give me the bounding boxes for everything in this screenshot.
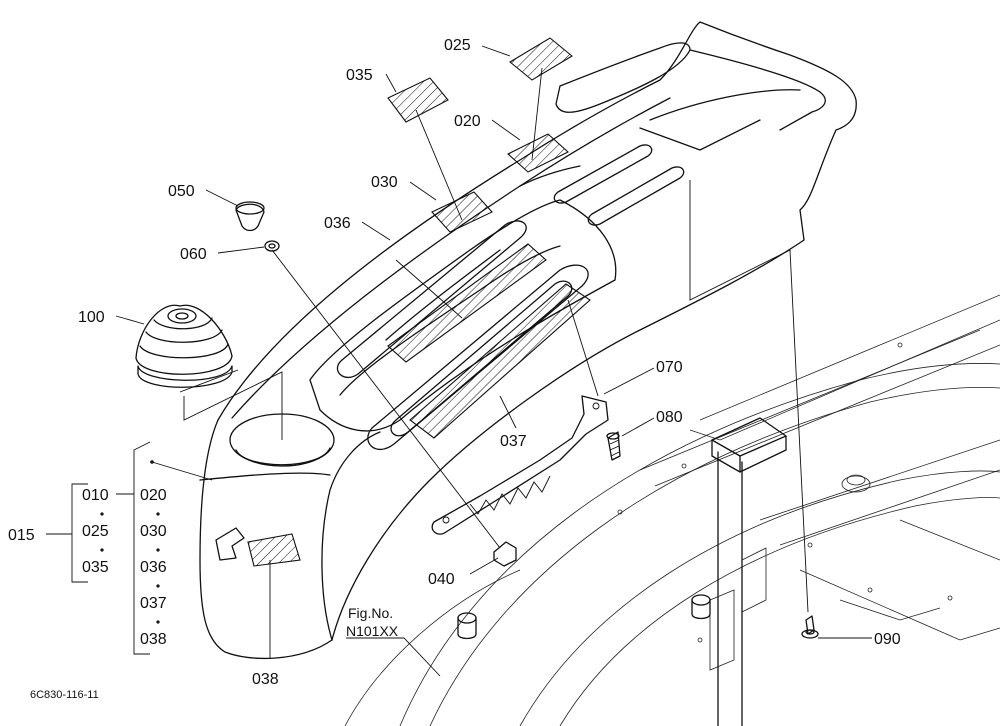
kit-b-030: 030 bbox=[140, 523, 167, 540]
label-020: 020 bbox=[454, 113, 481, 130]
kit-b-037: 037 bbox=[140, 595, 167, 612]
kit-a-025: 025 bbox=[82, 523, 109, 540]
label-040: 040 bbox=[428, 571, 455, 588]
knob-050 bbox=[235, 203, 265, 232]
label-080: 080 bbox=[656, 409, 683, 426]
decal-035 bbox=[387, 77, 449, 123]
decal-036 bbox=[387, 243, 547, 363]
bracket-070 bbox=[431, 395, 609, 535]
drawing-code: 6C830-116-11 bbox=[30, 689, 99, 701]
washer-060 bbox=[264, 240, 280, 252]
label-036: 036 bbox=[324, 215, 351, 232]
decals bbox=[247, 37, 591, 567]
label-038: 038 bbox=[252, 671, 279, 688]
hardware bbox=[135, 201, 819, 639]
label-025: 025 bbox=[444, 37, 471, 54]
kit-b-020: 020 bbox=[140, 487, 167, 504]
label-070: 070 bbox=[656, 359, 683, 376]
decal-025 bbox=[509, 37, 573, 81]
label-030: 030 bbox=[371, 174, 398, 191]
label-090: 090 bbox=[874, 631, 901, 648]
chassis-outline bbox=[344, 294, 1000, 726]
label-100: 100 bbox=[78, 309, 105, 326]
figure-ref-line1: Fig.No. bbox=[348, 605, 393, 621]
decal-038 bbox=[247, 533, 301, 567]
kit-b-036: 036 bbox=[140, 559, 167, 576]
decal-037 bbox=[409, 283, 591, 439]
screw-090 bbox=[801, 615, 819, 639]
leader-lines bbox=[46, 45, 872, 677]
part-labels: 025 035 020 030 050 036 060 100 070 080 … bbox=[8, 37, 901, 701]
clip-040 bbox=[493, 541, 517, 567]
label-037: 037 bbox=[500, 433, 527, 450]
kit-a-035: 035 bbox=[82, 559, 109, 576]
kit-number: 015 bbox=[8, 527, 35, 544]
figure-ref-line2: N101XX bbox=[346, 623, 399, 639]
kit-b-038: 038 bbox=[140, 631, 167, 648]
label-035: 035 bbox=[346, 67, 373, 84]
label-050: 050 bbox=[168, 183, 195, 200]
kit-a-010: 010 bbox=[82, 487, 109, 504]
decal-030 bbox=[431, 191, 493, 233]
boot-100 bbox=[135, 304, 233, 388]
decal-020 bbox=[507, 133, 569, 173]
bolt-080 bbox=[606, 431, 621, 461]
label-060: 060 bbox=[180, 246, 207, 263]
